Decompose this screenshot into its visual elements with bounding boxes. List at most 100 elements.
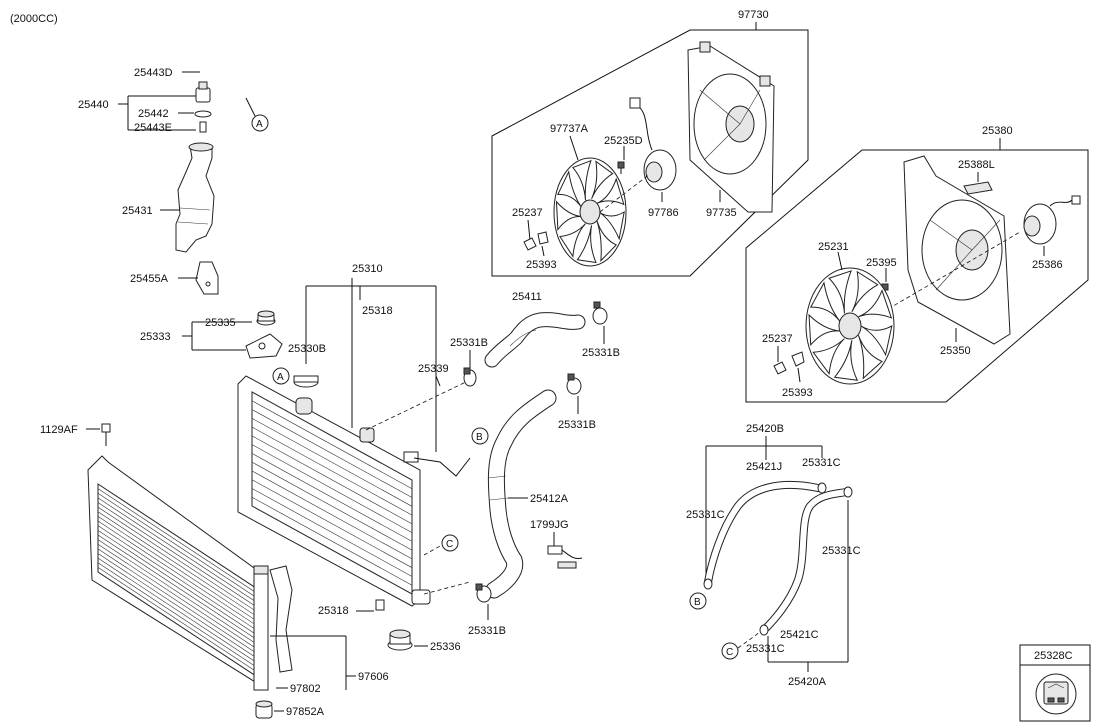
clamp-25331C-3[interactable] xyxy=(843,486,853,498)
reservoir-cap[interactable] xyxy=(195,81,211,103)
label-25350: 25350 xyxy=(940,345,971,357)
washer-25393-2[interactable] xyxy=(791,351,805,367)
drain-plug-25336[interactable] xyxy=(387,629,413,651)
part-box-25328C[interactable] xyxy=(1019,644,1091,722)
label-25333: 25333 xyxy=(140,331,171,343)
label-25331B-3: 25331B xyxy=(558,419,596,431)
label-25380: 25380 xyxy=(982,125,1013,137)
label-25420B: 25420B xyxy=(746,423,784,435)
label-1799JG: 1799JG xyxy=(530,519,569,531)
label-plate-25388L[interactable] xyxy=(963,181,993,195)
label-97786: 97786 xyxy=(648,207,679,219)
fan-blade-25231[interactable] xyxy=(805,267,895,385)
fan-motor-97786[interactable] xyxy=(629,97,677,191)
fan-shroud-25350[interactable] xyxy=(903,155,1011,345)
label-25443D: 25443D xyxy=(134,67,173,79)
label-25442: 25442 xyxy=(138,108,169,120)
lower-hose-25412A[interactable] xyxy=(485,389,557,599)
label-25231: 25231 xyxy=(818,241,849,253)
clamp-25331C-1[interactable] xyxy=(817,482,827,494)
callout-b-heater xyxy=(689,592,707,610)
label-25318-top: 25318 xyxy=(362,305,393,317)
label-25237-1: 25237 xyxy=(512,207,543,219)
label-1129AF: 1129AF xyxy=(40,424,78,436)
bolt-1129AF[interactable] xyxy=(101,423,111,446)
label-25443E: 25443E xyxy=(134,122,172,134)
label-97852A: 97852A xyxy=(286,706,325,718)
heater-hose-25421J[interactable] xyxy=(704,480,822,586)
callout-c-radiator xyxy=(441,534,459,552)
callout-c-heater xyxy=(721,642,739,660)
label-97735: 97735 xyxy=(706,207,737,219)
label-25331C-bottom: 25331C xyxy=(746,643,785,655)
label-97737A: 97737A xyxy=(550,123,589,135)
label-25328C: 25328C xyxy=(1034,650,1073,662)
engine-label: (2000CC) xyxy=(10,13,58,25)
radiator-cap-25330B[interactable] xyxy=(293,375,319,388)
condenser[interactable] xyxy=(87,455,293,691)
svg-text:A: A xyxy=(256,119,263,130)
label-25411: 25411 xyxy=(512,291,542,303)
clamp-25331C-4[interactable] xyxy=(759,624,769,636)
label-25431: 25431 xyxy=(122,205,153,217)
washer-25393-1[interactable] xyxy=(537,231,549,245)
svg-text:B: B xyxy=(694,597,701,608)
reservoir-bracket[interactable] xyxy=(195,261,219,295)
heater-hose-25421C[interactable] xyxy=(762,488,850,632)
reservoir-cap-hose[interactable] xyxy=(199,59,247,99)
label-25388L: 25388L xyxy=(958,159,995,171)
label-25331C-left: 25331C xyxy=(686,509,725,521)
label-25420A: 25420A xyxy=(788,676,827,688)
fan-shroud-97735[interactable] xyxy=(687,41,775,213)
callout-b-hose xyxy=(471,427,489,445)
label-25331B-2: 25331B xyxy=(582,347,620,359)
fan-blade-97737A[interactable] xyxy=(553,157,627,267)
clamp-25331B-4[interactable] xyxy=(475,583,492,603)
label-25421J: 25421J xyxy=(746,461,782,473)
callout-a-top xyxy=(251,114,269,132)
label-25393-2: 25393 xyxy=(782,387,813,399)
fan-motor-25386[interactable] xyxy=(1023,195,1081,245)
cap-97852A[interactable] xyxy=(255,700,273,719)
label-25339: 25339 xyxy=(418,363,449,375)
upper-hose-25411[interactable] xyxy=(484,312,586,368)
bracket-25333[interactable] xyxy=(245,333,283,359)
label-25237-2: 25237 xyxy=(762,333,793,345)
label-25235D: 25235D xyxy=(604,135,643,147)
screw-25235D[interactable] xyxy=(617,161,625,174)
nut-25237-2[interactable] xyxy=(773,361,787,375)
label-25331C-right: 25331C xyxy=(822,545,861,557)
label-25310: 25310 xyxy=(352,263,383,275)
label-97606: 97606 xyxy=(358,671,389,683)
clamp-25331B-1[interactable] xyxy=(463,367,477,387)
svg-text:B: B xyxy=(476,432,483,443)
coolant-reservoir[interactable] xyxy=(175,142,215,253)
svg-text:A: A xyxy=(277,372,284,383)
clamp-25331C-2[interactable] xyxy=(703,578,713,590)
label-25336: 25336 xyxy=(430,641,461,653)
label-25331B-4: 25331B xyxy=(468,625,506,637)
reservoir-pin[interactable] xyxy=(199,121,207,133)
label-25318-bottom: 25318 xyxy=(318,605,349,617)
callout-a-radiator xyxy=(272,367,290,385)
clamp-25331B-2[interactable] xyxy=(592,301,608,325)
radiator-cap-25335[interactable] xyxy=(256,310,276,326)
clamp-25331B-3[interactable] xyxy=(566,373,582,395)
label-25440: 25440 xyxy=(78,99,109,111)
label-25395: 25395 xyxy=(866,257,897,269)
label-97730: 97730 xyxy=(738,9,769,21)
reservoir-seal[interactable] xyxy=(194,110,212,118)
sensor-1799JG[interactable] xyxy=(547,545,583,569)
svg-text:C: C xyxy=(446,539,453,550)
label-25330B: 25330B xyxy=(288,343,326,355)
nut-25237-1[interactable] xyxy=(523,237,537,251)
radiator-core[interactable] xyxy=(237,375,471,611)
label-25455A: 25455A xyxy=(130,273,169,285)
label-25412A: 25412A xyxy=(530,493,569,505)
label-97802: 97802 xyxy=(290,683,321,695)
svg-text:C: C xyxy=(726,647,733,658)
label-25393-1: 25393 xyxy=(526,259,557,271)
label-25335: 25335 xyxy=(205,317,236,329)
